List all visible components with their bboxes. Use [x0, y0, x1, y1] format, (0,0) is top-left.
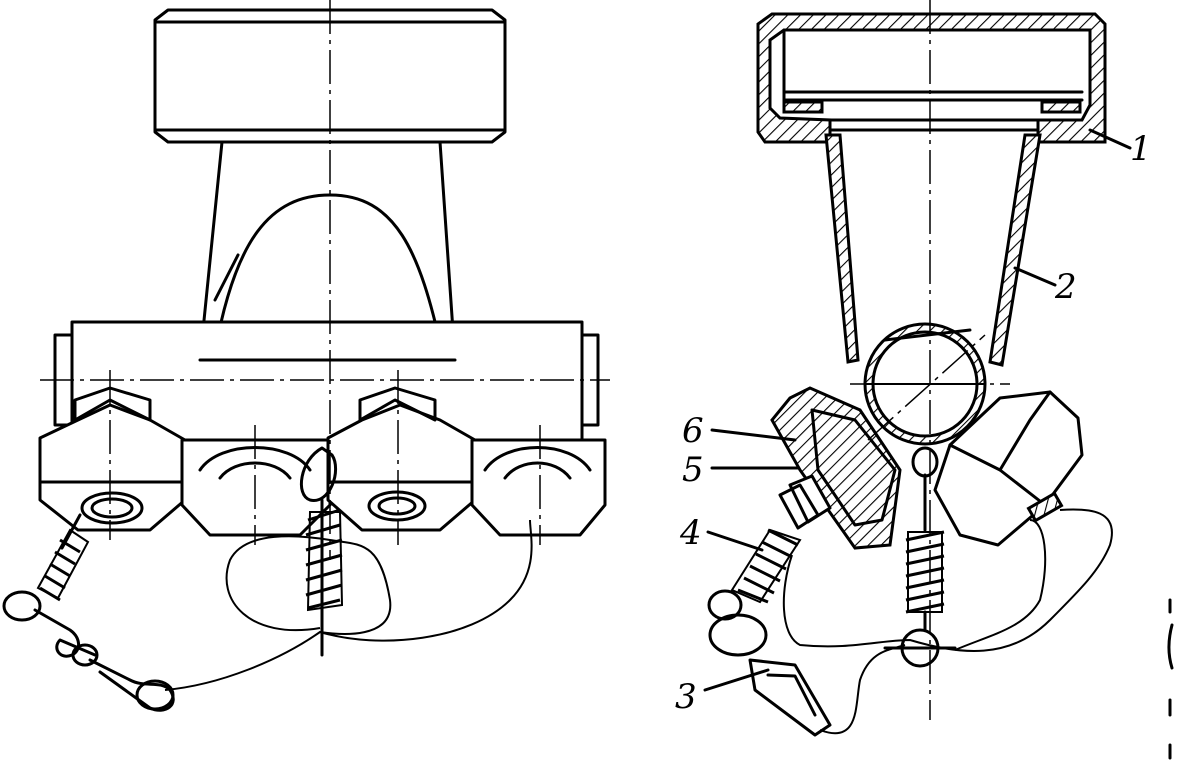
callout-3: 3 — [675, 668, 770, 717]
right-cap-section — [756, 12, 1107, 144]
right-clamp-left — [770, 386, 902, 550]
callout-label-6: 6 — [682, 411, 704, 451]
callout-label-3: 3 — [675, 677, 697, 717]
left-spring-chain — [2, 513, 175, 712]
left-middle-pin — [300, 446, 344, 657]
callout-label-4: 4 — [679, 513, 702, 553]
callout-1: 1 — [1088, 128, 1152, 169]
callout-label-2: 2 — [1054, 267, 1077, 307]
right-clamp-right — [933, 390, 1084, 547]
edge-marks — [1167, 598, 1174, 760]
right-spring-clip — [707, 528, 832, 737]
callout-2: 2 — [1013, 266, 1077, 307]
left-view — [2, 0, 610, 712]
right-centre-spring — [883, 446, 957, 668]
callout-label-5: 5 — [682, 450, 704, 490]
left-cable — [225, 535, 392, 635]
callout-6: 6 — [682, 411, 797, 451]
callout-5: 5 — [682, 450, 800, 490]
right-view — [707, 0, 1174, 760]
left-nuts — [38, 386, 607, 537]
right-neck-section — [824, 133, 1042, 367]
right-cable — [782, 508, 1113, 652]
callout-label-1: 1 — [1130, 129, 1152, 169]
callout-4: 4 — [679, 513, 764, 553]
